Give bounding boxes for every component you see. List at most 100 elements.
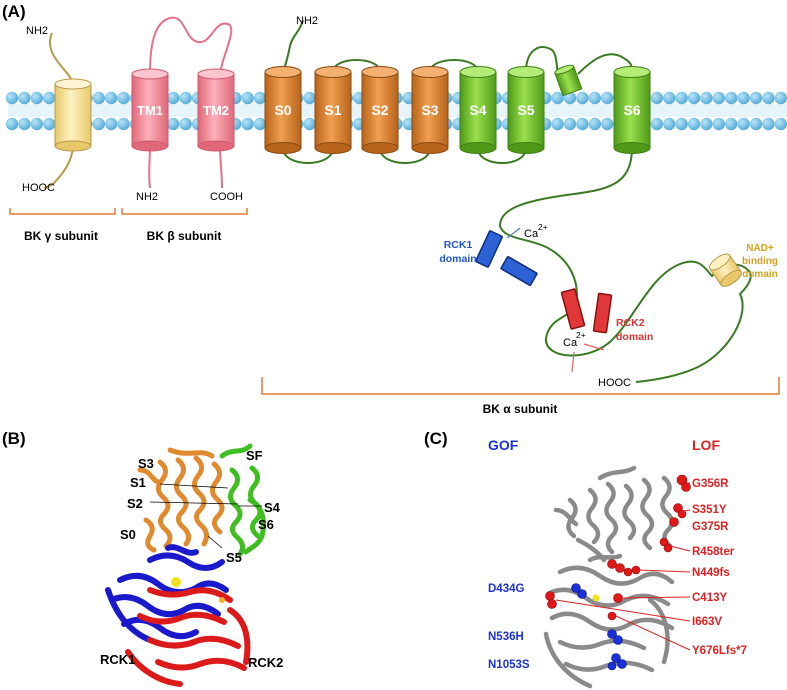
- segment-s5: S5: [507, 66, 545, 154]
- gof-title: GOF: [488, 437, 519, 453]
- lof-n449fs: N449fs: [692, 567, 730, 579]
- lipid-head: [588, 117, 601, 131]
- lipid-head: [43, 117, 56, 131]
- nad-label-line2: binding: [742, 256, 778, 267]
- beta-bracket: [121, 208, 248, 215]
- rck1-ca-charge: 2+: [538, 222, 548, 232]
- gof-d434g: D434G: [488, 583, 524, 595]
- structure-c: GOF LOF D434G N536H N1053S G356R S351Y G…: [488, 437, 747, 689]
- lipid-head: [700, 117, 713, 131]
- alpha-subunit-label: BK α subunit: [483, 402, 558, 416]
- lipid-head: [762, 91, 775, 105]
- panel-b-label: (B): [2, 429, 26, 448]
- label-s5: S5: [226, 550, 242, 565]
- tm2-label: TM2: [203, 103, 229, 118]
- lipid-head: [576, 117, 589, 131]
- alpha-n-terminus: [282, 19, 304, 73]
- segment-s0: S0: [264, 66, 302, 154]
- structure-b: S3 S1 S2 S0 SF S4 S6 S5 RCK1 RCK2: [100, 443, 283, 687]
- lipid-head: [712, 91, 725, 105]
- lipid-head: [551, 117, 564, 131]
- beta-nh2-label: NH2: [136, 191, 158, 203]
- tm1-label: TM1: [137, 103, 163, 118]
- lof-s351y: S351Y: [692, 504, 727, 516]
- lipid-head: [105, 91, 118, 105]
- lipid-head: [30, 91, 43, 105]
- gamma-bracket: [9, 208, 116, 215]
- lipid-head: [117, 91, 130, 105]
- lipid-head: [601, 117, 614, 131]
- rck1-domain: RCK1 domain Ca 2+: [439, 222, 548, 286]
- label-rck1: RCK1: [100, 652, 135, 667]
- lipid-head: [105, 117, 118, 131]
- gof-n1053s: N1053S: [488, 659, 530, 671]
- segment-label-s6: S6: [623, 102, 640, 118]
- lipid-head: [687, 91, 701, 105]
- lipid-head: [30, 117, 43, 131]
- lipid-head: [5, 117, 19, 131]
- beta-subunit: TM1 TM2 NH2 COOH BK β subunit: [121, 16, 248, 243]
- gamma-subunit: NH2 HOOC BK γ subunit: [9, 25, 116, 243]
- label-s1: S1: [130, 475, 146, 490]
- segment-s4: S4: [459, 66, 497, 154]
- lof-c413y: C413Y: [692, 592, 727, 604]
- lipid-head: [601, 91, 614, 105]
- panel-c-label: (C): [424, 429, 448, 448]
- segment-s3: S3: [411, 66, 449, 154]
- rck1-label-line1: RCK1: [444, 239, 473, 251]
- segment-label-s0: S0: [274, 102, 291, 118]
- rck2-domain: RCK2 domain Ca 2+: [560, 288, 653, 373]
- nad-binding-domain: [708, 253, 742, 287]
- rck2-ca-label: Ca: [563, 337, 578, 349]
- lipid-head: [179, 117, 192, 131]
- lipid-head: [303, 91, 316, 105]
- label-s0: S0: [120, 527, 136, 542]
- lof-i663v: I663V: [692, 616, 722, 628]
- gamma-hooc-label: HOOC: [22, 182, 55, 194]
- calcium-ion-yellow: [171, 577, 181, 587]
- segment-label-s2: S2: [371, 102, 388, 118]
- tm1-helix: [131, 68, 169, 152]
- segment-label-s1: S1: [324, 102, 341, 118]
- lipid-head: [167, 117, 180, 131]
- lof-title: LOF: [692, 437, 720, 453]
- alpha-nh2-label: NH2: [296, 15, 318, 27]
- lipid-head: [588, 91, 601, 105]
- lipid-head: [253, 91, 267, 105]
- segment-label-s5: S5: [517, 102, 534, 118]
- rck2-label-line2: domain: [616, 331, 653, 343]
- lipid-head: [117, 117, 130, 131]
- beta-subunit-label: BK β subunit: [147, 229, 222, 243]
- lipid-head: [675, 91, 688, 105]
- lipid-head: [774, 91, 787, 105]
- segment-s6: S6: [613, 66, 651, 154]
- lipid-head: [303, 117, 316, 131]
- label-s2: S2: [127, 496, 143, 511]
- lipid-head: [92, 91, 106, 105]
- tm2-helix: [197, 68, 235, 152]
- lipid-head: [5, 91, 19, 105]
- gamma-subunit-label: BK γ subunit: [24, 229, 98, 243]
- lipid-head: [712, 117, 725, 131]
- segment-label-s3: S3: [421, 102, 438, 118]
- lipid-head: [762, 117, 775, 131]
- lipid-head: [167, 91, 180, 105]
- panel-a-label: (A): [2, 2, 26, 21]
- label-rck2: RCK2: [248, 655, 283, 670]
- label-s4: S4: [264, 500, 281, 515]
- lipid-head: [725, 91, 738, 105]
- lipid-head: [92, 117, 106, 131]
- rck2-label-line1: RCK2: [616, 317, 645, 329]
- lipid-head: [650, 117, 663, 131]
- alpha-subunit: NH2 S0 S1 S2 S3 S4 S5 S6 RCK1 domain Ca 2+: [261, 15, 780, 416]
- lipid-head: [737, 117, 750, 131]
- lipid-head: [675, 117, 688, 131]
- alpha-hooc-label: HOOC: [598, 377, 631, 389]
- gamma-nh2-label: NH2: [26, 25, 48, 37]
- lipid-head: [563, 91, 577, 105]
- alpha-bracket: [261, 377, 780, 395]
- lipid-head: [241, 91, 254, 105]
- lipid-head: [563, 117, 577, 131]
- lipid-head: [551, 91, 564, 105]
